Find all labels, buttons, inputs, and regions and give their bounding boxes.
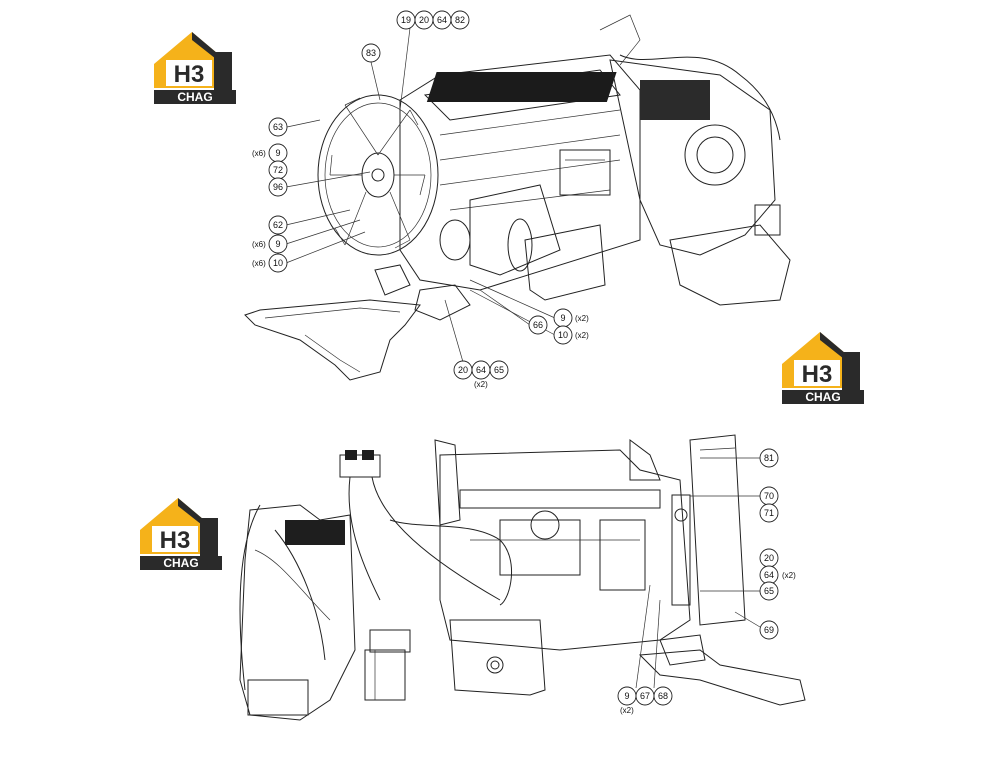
callout-68: 68 [653,686,673,706]
rear-housing [239,504,356,721]
callout-19: 19 [396,10,416,30]
callout-65-mount: 65 [489,360,509,380]
svg-text:66: 66 [533,320,543,330]
callout-20-front: 20 [759,548,779,568]
svg-text:64: 64 [437,15,447,25]
callout-10-hub: 10 [268,253,288,273]
svg-text:96: 96 [273,182,283,192]
svg-text:9: 9 [275,148,280,158]
svg-text:68: 68 [658,691,668,701]
svg-text:9: 9 [560,313,565,323]
callout-64: 64 [432,10,452,30]
callout-72: 72 [268,160,288,180]
svg-text:65: 65 [494,365,504,375]
svg-text:20: 20 [764,553,774,563]
callout-67: 67 [635,686,655,706]
svg-text:10: 10 [558,330,568,340]
callout-83: 83 [361,43,381,63]
callout-64-front: 64 [759,565,779,585]
note-x2-64-front: (x2) [782,571,796,580]
engine-side-view [239,434,806,721]
front-fan-assembly [671,434,746,626]
logo-name: CHAG [163,556,198,570]
svg-text:72: 72 [273,165,283,175]
engine-isometric-view [244,14,791,381]
bottom-leader-lines [635,457,761,689]
callout-9-hub: 9 [268,234,288,254]
belt-pulley [439,219,471,261]
callout-20-mount: 20 [453,360,473,380]
logo-name: CHAG [805,390,840,404]
engine-mount-front [374,264,411,296]
svg-text:19: 19 [401,15,411,25]
callout-65-front: 65 [759,581,779,601]
logo-mark: H3 [174,61,205,88]
note-x6-9b: (x6) [252,240,266,249]
transmission-housing [599,14,791,306]
svg-text:65: 65 [764,586,774,596]
svg-text:9: 9 [275,239,280,249]
brand-logo-right: H3 CHAG [782,332,864,404]
callout-70: 70 [759,486,779,506]
svg-text:82: 82 [455,15,465,25]
callout-9-fan: 9 [268,143,288,163]
note-x2-64: (x2) [474,380,488,389]
callout-20: 20 [414,10,434,30]
engine-block-side [434,439,691,651]
callout-66: 66 [528,315,548,335]
callout-64-mount: 64 [471,360,491,380]
callout-62: 62 [268,215,288,235]
svg-text:9: 9 [624,691,629,701]
svg-text:81: 81 [764,453,774,463]
front-mount-bracket [638,634,806,706]
intake-pipes [339,450,513,606]
svg-text:67: 67 [640,691,650,701]
top-leader-lines [285,27,556,363]
callout-69: 69 [759,620,779,640]
svg-text:64: 64 [764,570,774,580]
callout-71: 71 [759,503,779,523]
note-x2-10: (x2) [575,331,589,340]
svg-text:69: 69 [764,625,774,635]
svg-text:10: 10 [273,258,283,268]
callout-9-bottom: 9 [617,686,637,706]
svg-text:70: 70 [764,491,774,501]
callout-81: 81 [759,448,779,468]
note-x6-9: (x6) [252,149,266,158]
logo-name: CHAG [177,90,212,104]
engine-block [399,54,641,301]
logo-mark: H3 [802,361,833,388]
callout-63: 63 [268,117,288,137]
note-x6-10: (x6) [252,259,266,268]
note-x2-9: (x2) [575,314,589,323]
callout-10-mount: 10 [553,325,573,345]
svg-text:83: 83 [366,48,376,58]
engine-mount-left [414,284,471,321]
callout-96: 96 [268,177,288,197]
logo-mark: H3 [160,527,191,554]
fuel-filters [364,629,411,701]
mounting-bracket [244,299,421,381]
svg-text:71: 71 [764,508,774,518]
svg-text:64: 64 [476,365,486,375]
oil-pan [449,619,546,696]
svg-text:62: 62 [273,220,283,230]
callout-9-mount: 9 [553,308,573,328]
note-x2-9-bottom: (x2) [620,706,634,715]
svg-text:63: 63 [273,122,283,132]
svg-text:20: 20 [458,365,468,375]
brand-logo-top-left: H3 CHAG [154,32,236,104]
svg-text:20: 20 [419,15,429,25]
cooling-fan [317,94,439,256]
callout-82: 82 [450,10,470,30]
brand-logo-bottom-left: H3 CHAG [140,498,222,570]
